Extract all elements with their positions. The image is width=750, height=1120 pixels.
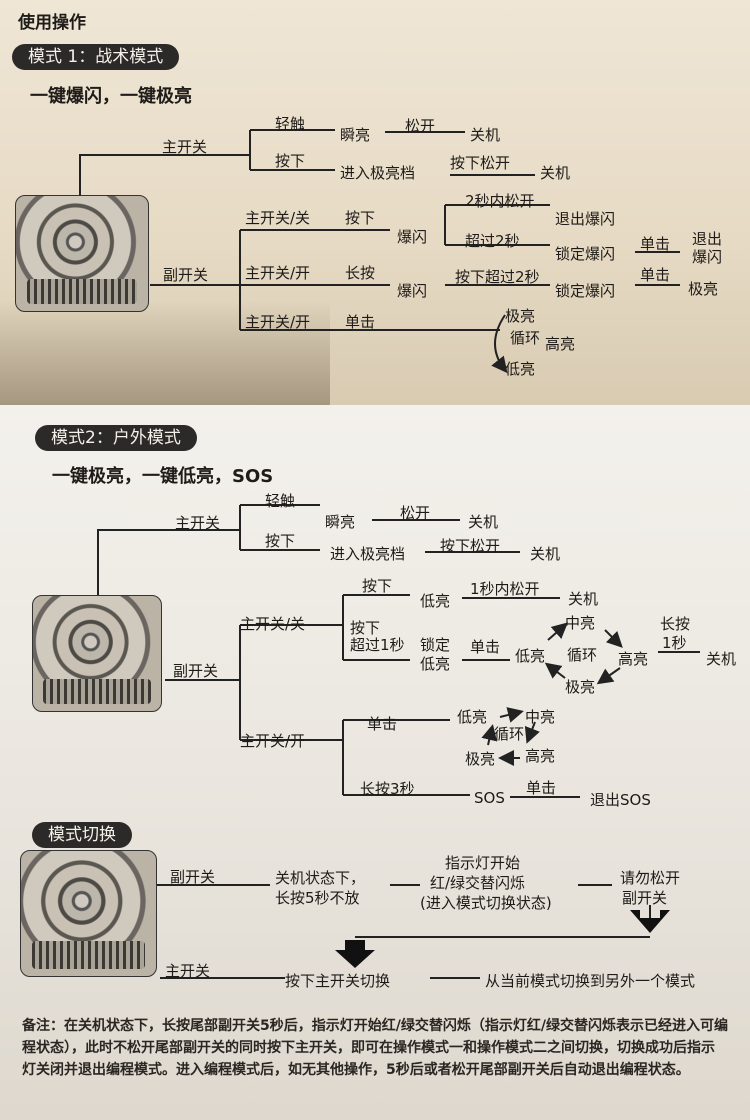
page-section-bottom bbox=[0, 405, 750, 1120]
mode2-release-1s: 1秒内松开 bbox=[470, 580, 540, 598]
mode2-exit-sos: 退出SOS bbox=[590, 791, 651, 809]
page-title: 使用操作 bbox=[18, 13, 86, 33]
mode2-cycle-c: 循环 bbox=[567, 646, 598, 664]
mode1-click-1: 单击 bbox=[640, 235, 671, 253]
mode1-aux-off-press: 主开关/关 bbox=[245, 209, 311, 227]
mode1-strobe-1: 爆闪 bbox=[397, 228, 428, 246]
mode2-off-4: 关机 bbox=[706, 650, 737, 668]
mode2-enter-max: 进入极亮档 bbox=[330, 545, 406, 563]
note-label: 备注： bbox=[22, 1018, 64, 1034]
mode2-single-click: 单击 bbox=[367, 715, 398, 733]
mode1-main-switch: 主开关 bbox=[162, 138, 208, 156]
mode1-cycle-max: 极亮 bbox=[505, 307, 536, 325]
mode1-press-over-2s: 按下超过2秒 bbox=[455, 268, 540, 286]
mode2-lock: 锁定 bbox=[420, 636, 451, 654]
flashlight-image-1 bbox=[15, 195, 149, 312]
mode1-press-release: 按下松开 bbox=[450, 154, 511, 172]
mode-switch-step1-line2: 长按5秒不放 bbox=[275, 889, 360, 907]
mode2-hold-1s: 1秒 bbox=[662, 634, 687, 652]
mode1-cycle-low: 低亮 bbox=[505, 360, 536, 378]
mode1-cycle-high: 高亮 bbox=[545, 335, 576, 353]
mode1-enter-max: 进入极亮档 bbox=[340, 164, 416, 182]
mode-switch-header: 模式切换 bbox=[32, 822, 132, 848]
mode2-click: 单击 bbox=[470, 638, 501, 656]
mode2-click-sos: 单击 bbox=[526, 779, 557, 797]
mode1-over-2s: 超过2秒 bbox=[465, 232, 520, 250]
mode2-press-b: 按下 bbox=[350, 619, 381, 637]
mode1-aux-switch: 副开关 bbox=[163, 266, 209, 284]
mode-switch-step3-line1: 请勿松开 bbox=[620, 869, 681, 887]
mode2-cycle-d: 循环 bbox=[494, 725, 525, 743]
mode2-off-3: 关机 bbox=[568, 590, 599, 608]
mode1-exit-strobe-2: 退出爆闪 bbox=[692, 230, 723, 266]
flashlight-image-3 bbox=[20, 850, 157, 977]
mode1-aux-on-hold-action: 长按 bbox=[345, 264, 376, 282]
mode2-high-d: 高亮 bbox=[525, 747, 556, 765]
mode1-press: 按下 bbox=[275, 152, 306, 170]
mode2-header: 模式2：户外模式 bbox=[35, 425, 197, 451]
note-text: 在关机状态下，长按尾部副开关5秒后，指示灯开始红/绿交替闪烁（指示灯红/绿交替闪… bbox=[22, 1018, 728, 1078]
mode2-high-c: 高亮 bbox=[618, 650, 649, 668]
mode1-off-1: 关机 bbox=[470, 126, 501, 144]
mode2-off-1: 关机 bbox=[468, 513, 499, 531]
mode1-exit-strobe: 退出爆闪 bbox=[555, 210, 616, 228]
mode2-off-2: 关机 bbox=[530, 545, 561, 563]
mode1-tap: 轻触 bbox=[275, 115, 306, 133]
flashlight-image-2 bbox=[32, 595, 162, 712]
mode1-lock-strobe-2: 锁定爆闪 bbox=[555, 282, 616, 300]
mode2-press-release: 按下松开 bbox=[440, 537, 501, 555]
mode1-aux-on-hold: 主开关/开 bbox=[245, 264, 311, 282]
mode1-subtitle: 一键爆闪，一键极亮 bbox=[30, 86, 192, 107]
mode2-low-c: 低亮 bbox=[515, 647, 546, 665]
mode1-cycle-label: 循环 bbox=[510, 329, 541, 347]
mode2-low-d: 低亮 bbox=[457, 708, 488, 726]
mode1-aux-on-click: 主开关/开 bbox=[245, 313, 311, 331]
mode1-max-bright: 极亮 bbox=[688, 280, 719, 298]
mode2-over-1s: 超过1秒 bbox=[350, 636, 405, 654]
mode2-sos: SOS bbox=[474, 789, 505, 807]
mode-switch-step4: 按下主开关切换 bbox=[285, 972, 391, 990]
mode2-release: 松开 bbox=[400, 504, 431, 522]
mode2-low-a: 低亮 bbox=[420, 592, 451, 610]
mode2-hold: 长按 bbox=[660, 615, 691, 633]
mode2-aux-switch: 副开关 bbox=[173, 662, 219, 680]
mode-switch-main: 主开关 bbox=[165, 962, 211, 980]
mode2-aux-on: 主开关/开 bbox=[240, 732, 306, 750]
mode-switch-step2-line1: 指示灯开始 bbox=[445, 854, 521, 872]
mode2-lock-low: 低亮 bbox=[420, 655, 451, 673]
mode2-main-switch: 主开关 bbox=[175, 514, 221, 532]
mode1-release-2s: 2秒内松开 bbox=[465, 192, 535, 210]
mode1-aux-off-action: 按下 bbox=[345, 209, 376, 227]
mode1-off-2: 关机 bbox=[540, 164, 571, 182]
mode2-aux-off: 主开关/关 bbox=[240, 615, 306, 633]
mode1-strobe-2: 爆闪 bbox=[397, 282, 428, 300]
mode1-instant-on: 瞬亮 bbox=[340, 126, 371, 144]
mode1-release: 松开 bbox=[405, 117, 436, 135]
mode2-instant-on: 瞬亮 bbox=[325, 513, 356, 531]
mode2-max-d: 极亮 bbox=[465, 750, 496, 768]
mode2-hold-3s: 长按3秒 bbox=[360, 780, 415, 798]
mode2-press: 按下 bbox=[265, 532, 296, 550]
mode2-mid-d: 中亮 bbox=[525, 708, 556, 726]
paper-shadow bbox=[0, 300, 330, 405]
mode1-lock-strobe-1: 锁定爆闪 bbox=[555, 245, 616, 263]
mode-switch-aux: 副开关 bbox=[170, 868, 216, 886]
mode-switch-step1-line1: 关机状态下， bbox=[275, 869, 366, 887]
mode1-click-2: 单击 bbox=[640, 266, 671, 284]
mode2-press-a: 按下 bbox=[362, 577, 393, 595]
mode-switch-step3-line2: 副开关 bbox=[622, 889, 668, 907]
mode2-max-c: 极亮 bbox=[565, 678, 596, 696]
mode-switch-step2-line3: (进入模式切换状态) bbox=[420, 894, 552, 912]
mode1-header: 模式 1：战术模式 bbox=[12, 44, 180, 70]
mode-switch-result: 从当前模式切换到另外一个模式 bbox=[485, 972, 696, 990]
mode1-aux-on-click-action: 单击 bbox=[345, 313, 376, 331]
mode2-mid-c: 中亮 bbox=[565, 614, 596, 632]
mode2-tap: 轻触 bbox=[265, 492, 296, 510]
mode-switch-step2-line2: 红/绿交替闪烁 bbox=[430, 874, 526, 892]
note-paragraph: 备注：在关机状态下，长按尾部副开关5秒后，指示灯开始红/绿交替闪烁（指示灯红/绿… bbox=[22, 1015, 728, 1081]
mode2-subtitle: 一键极亮，一键低亮，SOS bbox=[52, 466, 274, 487]
